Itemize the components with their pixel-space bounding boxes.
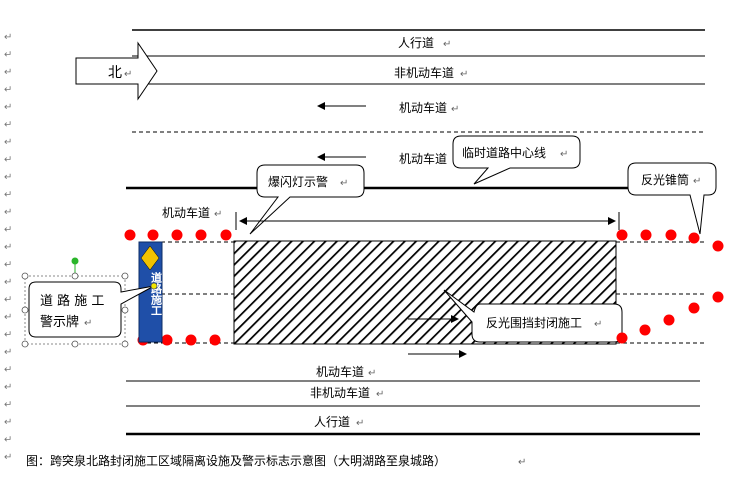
paragraph-mark-icon: ↵ [4, 260, 12, 271]
bottom-nonmotor-label: 非机动车道 [310, 385, 370, 400]
resize-handle[interactable] [21, 306, 29, 314]
resize-handle[interactable] [21, 272, 29, 280]
cone-icon [195, 229, 207, 241]
cone-icon [665, 229, 677, 241]
resize-handle[interactable] [71, 272, 79, 280]
paragraph-mark-icon: ↵ [4, 417, 12, 428]
paragraph-mark-icon: ↵ [4, 452, 12, 463]
paragraph-mark-icon: ↵ [4, 277, 12, 288]
resize-handle[interactable] [21, 340, 29, 348]
paragraph-mark-icon: ↵ [84, 318, 92, 329]
paragraph-mark-icon: ↵ [4, 155, 12, 166]
paragraph-mark-icon: ↵ [460, 69, 468, 80]
paragraph-mark-icon: ↵ [4, 295, 12, 306]
paragraph-mark-icon: ↵ [4, 102, 12, 113]
callout-sign-text-line2: 警示牌 [40, 314, 79, 330]
adjust-handle[interactable] [150, 282, 158, 290]
paragraph-mark-icon: ↵ [4, 225, 12, 236]
cone-icon [147, 229, 159, 241]
paragraph-mark-icon: ↵ [4, 67, 12, 78]
figure-caption: 图：跨突泉北路封闭施工区域隔离设施及警示标志示意图（大明湖路至泉城路） [26, 453, 446, 468]
cone-icon [639, 324, 651, 336]
resize-handle[interactable] [121, 340, 129, 348]
paragraph-mark-icon: ↵ [4, 207, 12, 218]
paragraph-mark-icon: ↵ [560, 149, 568, 160]
paragraph-mark-icon: ↵ [451, 104, 459, 115]
resize-handle[interactable] [121, 272, 129, 280]
cone-icon [640, 229, 652, 241]
selection-handles[interactable] [21, 272, 129, 348]
cone-icon [185, 334, 197, 346]
top-motor-1-label: 机动车道 [399, 100, 447, 115]
cone-icon [209, 334, 221, 346]
paragraph-marks: ↵ ↵ ↵ ↵ ↵ ↵ ↵ ↵ ↵ ↵ ↵ ↵ ↵ ↵ ↵ ↵ ↵ ↵ ↵ ↵ ↵ ↵ ↵ ↵ ↵ [4, 32, 12, 463]
paragraph-mark-icon: ↵ [214, 209, 222, 220]
north-arrow-label: 北 [108, 65, 122, 81]
paragraph-mark-icon: ↵ [693, 176, 701, 187]
paragraph-mark-icon: ↵ [4, 32, 12, 43]
paragraph-mark-icon: ↵ [4, 312, 12, 323]
paragraph-mark-icon: ↵ [4, 137, 12, 148]
cone-icon [616, 332, 628, 344]
warning-sign-board-text: 道路施工 [150, 271, 163, 316]
paragraph-mark-icon: ↵ [443, 39, 451, 50]
callout-centerline-text: 临时道路中心线 [462, 145, 546, 160]
paragraph-mark-icon: ↵ [594, 319, 602, 330]
paragraph-mark-icon: ↵ [368, 368, 376, 379]
resize-handle[interactable] [71, 340, 79, 348]
paragraph-mark-icon: ↵ [4, 400, 12, 411]
left-motor-label: 机动车道 [162, 205, 210, 220]
callout-sign [28, 281, 155, 338]
paragraph-mark-icon: ↵ [4, 242, 12, 253]
paragraph-mark-icon: ↵ [4, 365, 12, 376]
cone-icon [663, 314, 675, 326]
cone-icon [616, 229, 628, 241]
paragraph-mark-icon: ↵ [4, 435, 12, 446]
paragraph-mark-icon: ↵ [4, 190, 12, 201]
paragraph-mark-icon: ↵ [356, 418, 364, 429]
cone-icon [688, 302, 700, 314]
top-motor-2-label: 机动车道 [399, 151, 447, 166]
callout-sign-text-line1: 道 路 施 工 [40, 293, 104, 309]
bottom-sidewalk-label: 人行道 [314, 415, 350, 429]
resize-handle[interactable] [121, 306, 129, 314]
cone-icon [712, 240, 724, 252]
top-nonmotor-label: 非机动车道 [394, 65, 454, 80]
cone-icon [124, 229, 136, 241]
cone-icon [171, 229, 183, 241]
paragraph-mark-icon: ↵ [340, 178, 348, 189]
bottom-motor-label: 机动车道 [316, 364, 364, 379]
north-arrow-icon [75, 41, 158, 101]
paragraph-mark-icon: ↵ [4, 347, 12, 358]
callout-barrier-text: 反光围挡封闭施工 [486, 316, 582, 330]
top-sidewalk-label: 人行道 [398, 36, 434, 50]
callout-barrier [443, 289, 623, 343]
paragraph-mark-icon: ↵ [4, 85, 12, 96]
paragraph-mark-icon: ↵ [124, 69, 132, 80]
paragraph-mark-icon: ↵ [4, 172, 12, 183]
cone-icon [712, 291, 724, 303]
callout-cone [627, 162, 717, 235]
cone-icon [220, 229, 232, 241]
rotate-handle[interactable] [71, 257, 79, 265]
callout-cone-text: 反光锥筒 [641, 172, 689, 187]
paragraph-mark-icon: ↵ [4, 330, 12, 341]
paragraph-mark-icon: ↵ [4, 120, 12, 131]
paragraph-mark-icon: ↵ [4, 382, 12, 393]
callout-flash-light [249, 164, 365, 235]
cone-icon [688, 232, 700, 244]
paragraph-mark-icon: ↵ [518, 457, 526, 468]
callout-centerline [452, 135, 581, 185]
paragraph-mark-icon: ↵ [4, 50, 12, 61]
warning-sign-icon [140, 245, 160, 271]
callout-flash-light-text: 爆闪灯示警 [268, 174, 328, 189]
paragraph-mark-icon: ↵ [376, 389, 384, 400]
cone-icon [161, 334, 173, 346]
